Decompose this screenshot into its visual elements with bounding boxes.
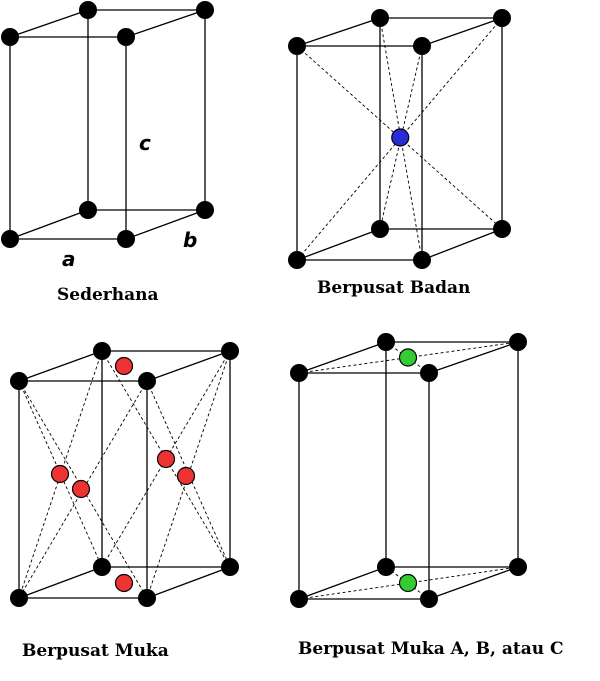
face-diagonal — [18, 380, 148, 599]
corner-atom — [377, 558, 395, 576]
corner-atom — [10, 372, 28, 390]
corner-atom — [377, 333, 395, 351]
corner-atom — [420, 590, 438, 608]
front-face-center-atom — [176, 466, 196, 486]
axis-label-b: b — [183, 228, 197, 252]
caption-simple: Sederhana — [57, 285, 159, 305]
corner-atom — [1, 230, 19, 248]
corner-atom — [221, 558, 239, 576]
panel-base-centered-lattice — [290, 333, 527, 608]
bottom-face-center-atom — [114, 573, 134, 593]
face-diagonal — [101, 350, 231, 568]
cell-edge — [421, 228, 503, 261]
cell-edge — [296, 228, 381, 261]
cell-edge — [428, 566, 519, 600]
corner-atom — [371, 220, 389, 238]
face-diagonal — [18, 380, 148, 599]
dashed-guides — [298, 341, 519, 600]
atoms — [10, 342, 239, 607]
caption-base-centered: Berpusat Muka A, B, atau C — [298, 639, 564, 659]
cell-edges — [296, 17, 503, 261]
caption-body-centered: Berpusat Badan — [317, 278, 470, 298]
corner-atom — [288, 251, 306, 269]
corner-atom — [493, 220, 511, 238]
corner-atom — [420, 364, 438, 382]
cell-edge — [146, 566, 231, 599]
corner-atom — [93, 558, 111, 576]
body-center-atom — [391, 128, 410, 147]
atoms — [288, 9, 511, 269]
panel-simple-lattice — [1, 1, 214, 248]
cell-edge — [146, 350, 231, 382]
corner-atom — [371, 9, 389, 27]
atoms — [1, 1, 214, 248]
corner-atom — [138, 589, 156, 607]
corner-atom — [93, 342, 111, 360]
cell-edge — [9, 9, 89, 38]
space-diagonal — [296, 45, 503, 230]
bottom-face-center-atom — [398, 573, 418, 593]
face-diagonal — [101, 350, 231, 568]
panel-body-centered-lattice — [288, 9, 511, 269]
back-face-center-atom — [71, 479, 91, 499]
face-diagonal — [18, 350, 103, 599]
corner-atom — [138, 372, 156, 390]
corner-atom — [221, 342, 239, 360]
atoms — [290, 333, 527, 608]
cell-edges — [9, 9, 206, 240]
cell-edge — [9, 209, 89, 240]
corner-atom — [413, 251, 431, 269]
left-face-center-atom — [50, 464, 70, 484]
panel-face-centered-lattice — [10, 342, 239, 607]
cell-edge — [18, 566, 103, 599]
cell-edge — [296, 17, 381, 47]
right-face-center-atom — [156, 449, 176, 469]
corner-atom — [117, 28, 135, 46]
top-face-center-atom — [398, 348, 418, 367]
axis-label-a: a — [62, 247, 76, 271]
corner-atom — [413, 37, 431, 55]
corner-atom — [79, 1, 97, 19]
corner-atom — [509, 333, 527, 351]
corner-atom — [117, 230, 135, 248]
corner-atom — [493, 9, 511, 27]
face-diagonal — [146, 350, 231, 599]
dashed-guides — [18, 350, 231, 599]
caption-face-centered: Berpusat Muka — [22, 641, 169, 661]
cell-edge — [125, 9, 206, 38]
corner-atom — [196, 201, 214, 219]
cell-edge — [428, 341, 519, 374]
cell-edges — [18, 350, 231, 599]
corner-atom — [79, 201, 97, 219]
cell-edge — [125, 209, 206, 240]
cell-edge — [18, 350, 103, 382]
cell-edges — [298, 341, 519, 600]
top-face-center-atom — [114, 356, 134, 376]
corner-atom — [290, 590, 308, 608]
cell-edge — [298, 341, 387, 374]
corner-atom — [10, 589, 28, 607]
corner-atom — [1, 28, 19, 46]
axis-label-c: c — [139, 131, 151, 155]
corner-atom — [290, 364, 308, 382]
corner-atom — [196, 1, 214, 19]
space-diagonal — [296, 17, 503, 261]
corner-atom — [509, 558, 527, 576]
corner-atom — [288, 37, 306, 55]
cell-edge — [421, 17, 503, 47]
cell-edge — [298, 566, 387, 600]
